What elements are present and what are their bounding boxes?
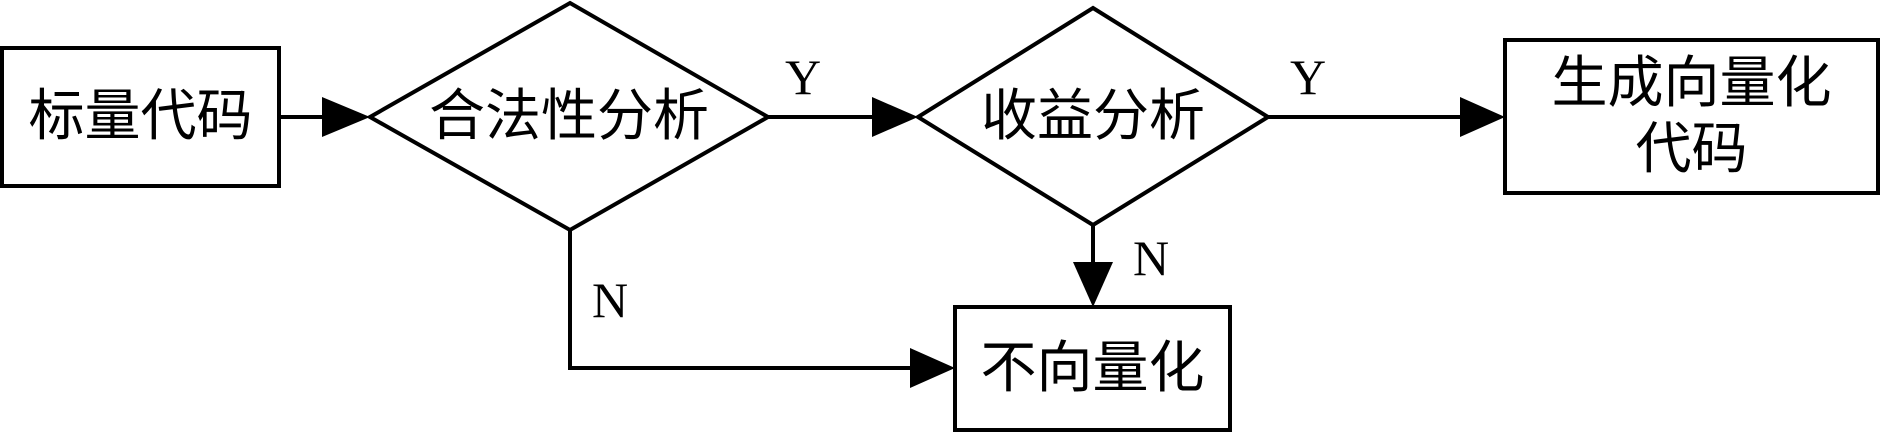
generate-vector-code-line1: 生成向量化 bbox=[1551, 50, 1832, 116]
generate-vector-code-line2: 代码 bbox=[1635, 116, 1748, 182]
scalar-code-box bbox=[0, 46, 281, 188]
legality-yes-label: Y bbox=[785, 49, 822, 105]
arrowhead-legality-to-no-vectorize bbox=[910, 348, 955, 388]
arrow-legality-to-no-vectorize bbox=[568, 230, 910, 370]
benefit-analysis-label: 收益分析 bbox=[981, 84, 1205, 149]
scalar-code-label: 标量代码 bbox=[28, 84, 253, 149]
generate-vector-code-box bbox=[1503, 38, 1880, 195]
arrowhead-scalar-to-legality bbox=[322, 97, 370, 137]
arrowhead-benefit-to-generate bbox=[1460, 97, 1505, 137]
no-vectorize-label: 不向量化 bbox=[980, 335, 1205, 401]
benefit-no-label: N bbox=[1133, 230, 1170, 286]
legality-no-label: N bbox=[592, 272, 629, 328]
arrowhead-legality-to-benefit bbox=[872, 97, 918, 137]
benefit-yes-label: Y bbox=[1290, 49, 1327, 105]
generate-vector-code-label: 生成向量化 代码 bbox=[1505, 40, 1878, 193]
no-vectorize-box bbox=[953, 305, 1232, 432]
arrowhead-benefit-to-no-vectorize bbox=[1073, 262, 1113, 307]
legality-analysis-label: 合法性分析 bbox=[429, 84, 709, 149]
